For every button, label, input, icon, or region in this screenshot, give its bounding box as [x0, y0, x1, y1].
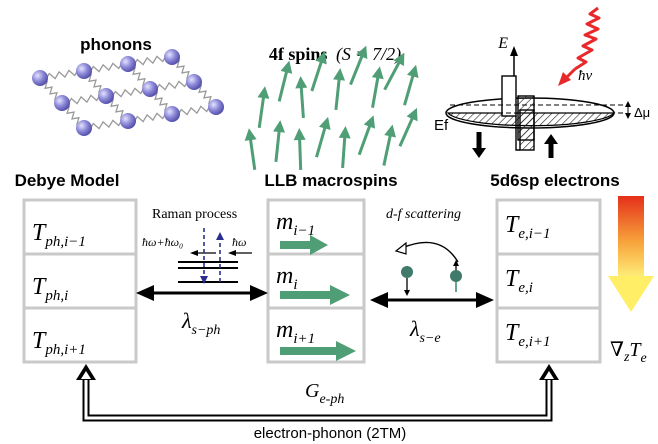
spin-arrow [383, 52, 405, 91]
spins-title-extra: (S = 7/2) [336, 44, 401, 65]
spin-arrow [338, 126, 351, 169]
lattice-atom [54, 95, 70, 111]
lattice-atom [76, 63, 92, 79]
lambda-se-arrow: λs−e [370, 292, 494, 346]
lattice-atom [142, 81, 158, 97]
spin-arrow [371, 66, 384, 108]
lattice-atom [164, 106, 180, 122]
delta-mu-label: Δμ [634, 105, 650, 120]
spin-arrow [295, 76, 308, 119]
photon-label: ħν [578, 68, 593, 84]
spin-m-1: mi−1 [276, 209, 315, 239]
df-scattering: d-f scattering [386, 207, 462, 296]
raman-left-label: ħω+ħω₀ [142, 235, 183, 249]
band-diagram: E Δμ Ef [434, 35, 650, 158]
debye-model-label: Debye Model [15, 171, 120, 190]
magnetization-arrow-3 [280, 341, 356, 361]
phonons-title: phonons [80, 35, 152, 54]
fermi-level-label: Ef [434, 117, 449, 134]
lattice-atom [98, 88, 114, 104]
electron-cell-3 [495, 306, 602, 364]
spin-arrow [382, 124, 396, 166]
spin-arrow [315, 116, 331, 158]
raman-title: Raman process [152, 207, 237, 222]
spin-arrow [398, 107, 418, 147]
raman-process: Raman process ħω+ħω₀ ħω [142, 207, 252, 284]
electron-cell-1 [495, 198, 602, 256]
raman-right-label: ħω [232, 235, 246, 249]
spin-arrow [277, 60, 293, 102]
lattice-atom [120, 56, 136, 72]
lambda-se-label: λs−e [409, 316, 441, 346]
df-scattering-title: d-f scattering [386, 207, 461, 222]
temperature-gradient-arrow: ∇zTe [608, 196, 654, 366]
g-eph-label: Ge-ph [305, 380, 344, 407]
phonon-lattice [32, 49, 224, 136]
phonon-cell-3 [22, 306, 138, 364]
llb-macrospins-label: LLB macrospins [264, 171, 397, 190]
spin-arrow [403, 64, 419, 106]
lattice-atom [32, 70, 48, 86]
spin-arrow [273, 120, 286, 163]
spin-arrow [357, 115, 376, 156]
electron-cell-2 [495, 252, 602, 310]
lattice-atom [164, 49, 180, 65]
phonon-cell-1 [22, 198, 138, 256]
spins-title: 4f spins (S = 7/2) [269, 44, 401, 65]
spin-arrow [257, 86, 270, 129]
spin-m-3: mi+1 [276, 317, 315, 347]
spin-m-2: mi [276, 263, 298, 293]
magnetization-arrow-2 [280, 285, 350, 305]
spin-arrow [293, 128, 306, 171]
lambda-sph-label: λs−ph [181, 308, 220, 338]
lattice-atom [120, 113, 136, 129]
spin-arrow [349, 45, 368, 86]
spin-cells: mi−1 mi mi+1 [266, 198, 366, 364]
lattice-atom [186, 74, 202, 90]
gradient-label: ∇zTe [610, 339, 647, 366]
spins-title-bold: 4f spins [269, 44, 328, 64]
energy-axis-label: E [497, 35, 508, 52]
spin-arrow [310, 51, 327, 92]
lattice-atom [76, 120, 92, 136]
two-temperature-label: electron-phonon (2TM) [254, 425, 407, 442]
spin-arrow [333, 68, 346, 111]
electron-cells: Te,i−1 Te,i Te,i+1 [495, 198, 602, 364]
lattice-atom [208, 99, 224, 115]
spin-arrow [244, 128, 257, 171]
spin-arrow-field [244, 45, 419, 171]
magnetization-arrows [280, 235, 356, 361]
phonon-cells: Tph,i−1 Tph,i Tph,i+1 [22, 198, 138, 364]
electrons-label: 5d6sp electrons [490, 171, 619, 190]
phonon-cell-2 [22, 252, 138, 310]
photon-wave: ħν [558, 6, 601, 86]
lambda-sph-arrow: λs−ph [136, 285, 268, 338]
electron-phonon-coupling: Ge-ph electron-phonon (2TM) [76, 364, 559, 442]
magnetization-arrow-1 [280, 235, 328, 255]
